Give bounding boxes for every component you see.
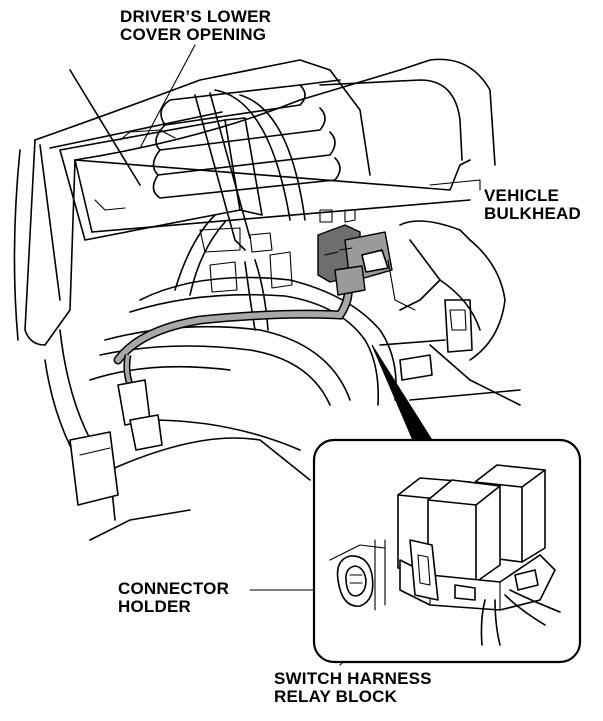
- label-line: CONNECTOR: [118, 579, 230, 598]
- label-vehicle-bulkhead: VEHICLE BULKHEAD: [484, 187, 581, 223]
- label-drivers-lower-cover-opening: DRIVER’S LOWER COVER OPENING: [120, 8, 271, 44]
- label-line: COVER OPENING: [120, 25, 267, 44]
- label-line: VEHICLE: [484, 186, 560, 205]
- relay-block-installed: [317, 224, 416, 311]
- lower-cover-opening: [49, 111, 263, 241]
- label-connector-holder: CONNECTOR HOLDER: [118, 580, 229, 616]
- label-line: DRIVER’S LOWER: [120, 7, 272, 26]
- relay-harness-grey: [113, 280, 353, 387]
- ducts: [152, 79, 341, 293]
- left-connectors: [69, 379, 163, 506]
- detail-inset-box: [312, 438, 582, 664]
- vehicle-bulkhead-structure: [379, 220, 521, 406]
- dashboard-frame: [13, 58, 496, 346]
- label-line: SWITCH HARNESS: [274, 669, 432, 688]
- label-line: HOLDER: [118, 597, 191, 616]
- label-line: RELAY BLOCK: [274, 687, 398, 706]
- label-switch-harness-relay-block: SWITCH HARNESS RELAY BLOCK: [274, 670, 432, 706]
- label-line: BULKHEAD: [484, 204, 581, 223]
